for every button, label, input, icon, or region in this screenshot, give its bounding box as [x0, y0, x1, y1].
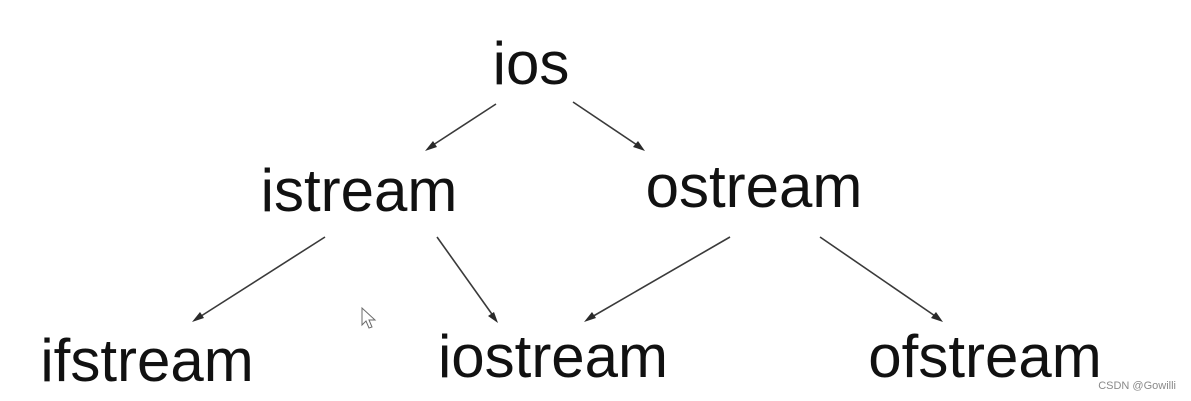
node-istream: istream — [261, 157, 458, 224]
node-ifstream: ifstream — [40, 327, 253, 394]
edge-ios-ostream — [572, 101, 641, 148]
nodes: ios istream ostream ifstream iostream of… — [40, 30, 1101, 394]
edges — [192, 101, 943, 323]
node-ofstream: ofstream — [868, 323, 1101, 390]
node-iostream: iostream — [438, 323, 668, 390]
edge-ios-istream — [429, 103, 497, 148]
watermark: CSDN @Gowilli — [1098, 380, 1176, 392]
edge-istream-iostream — [436, 236, 495, 318]
node-ios: ios — [493, 30, 570, 97]
arrowhead-ostream-ofstream — [931, 312, 943, 322]
node-ostream: ostream — [646, 153, 863, 220]
arrowhead-ios-ostream — [633, 141, 645, 151]
edge-ostream-iostream — [589, 236, 731, 319]
arrowhead-ostream-iostream — [584, 312, 596, 322]
arrowhead-ios-istream — [425, 141, 437, 151]
arrowhead-istream-iostream — [488, 312, 498, 323]
edge-ostream-ofstream — [819, 236, 939, 319]
mouse-pointer-icon — [361, 306, 377, 329]
edge-istream-ifstream — [197, 236, 326, 319]
arrowhead-istream-ifstream — [192, 312, 204, 322]
